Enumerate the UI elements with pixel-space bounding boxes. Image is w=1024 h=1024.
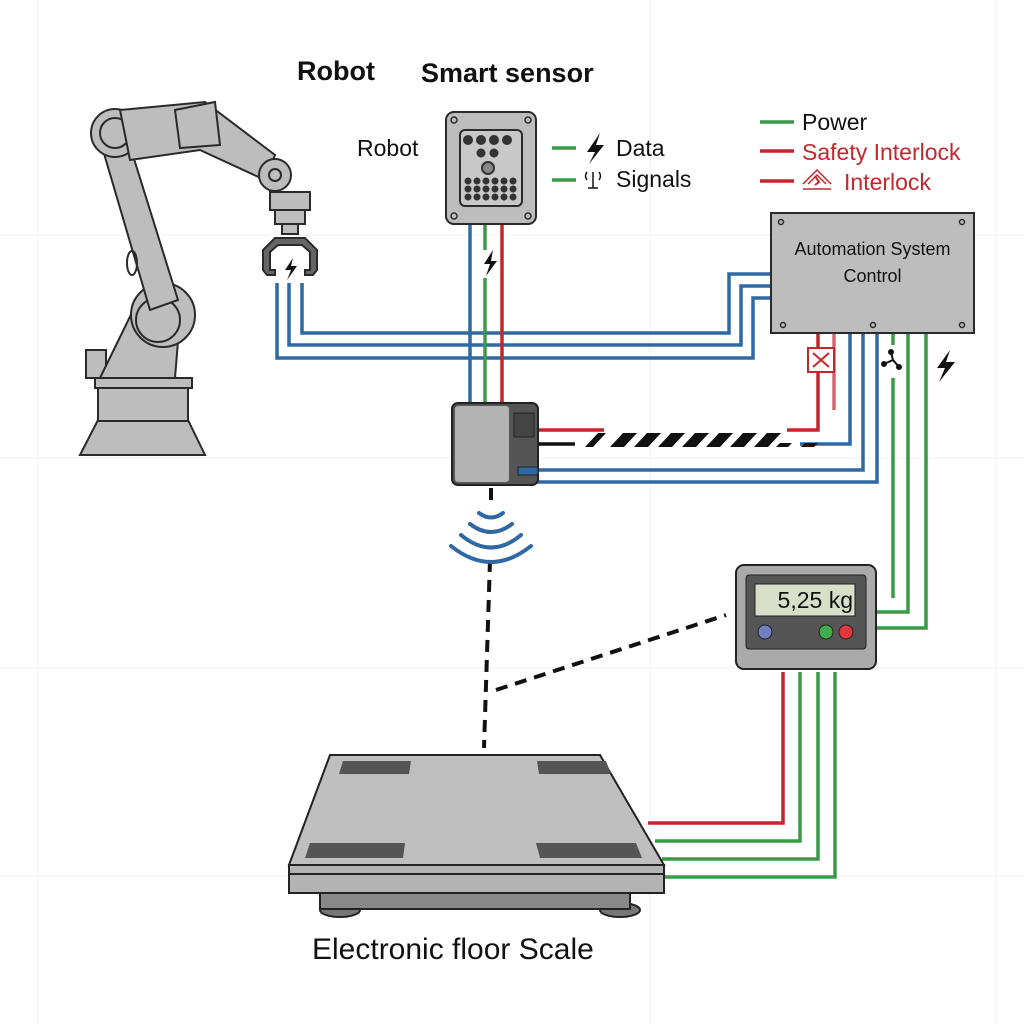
sensor-wires	[468, 224, 504, 403]
legend-data-label: Data	[616, 135, 665, 161]
floor-scale	[287, 754, 666, 918]
hazard-striped-cable	[585, 433, 818, 447]
sensor-wire-power-icon	[484, 250, 497, 276]
automation-controller-box	[770, 212, 975, 334]
legend-interlock-label: Interlock	[844, 169, 931, 195]
smart-sensor-title: Smart sensor	[421, 58, 594, 88]
robot-side-label: Robot	[357, 135, 419, 161]
green-button	[818, 624, 834, 640]
robot-title: Robot	[297, 56, 375, 86]
scale-indicator	[735, 564, 877, 670]
network-node-icon	[881, 349, 902, 370]
blue-button	[757, 624, 773, 640]
display-scale-wires	[648, 672, 837, 879]
interlock-disconnect-icon	[807, 347, 835, 373]
data-lightning-icon	[587, 133, 604, 164]
controller-label: Automation System Control	[771, 236, 974, 290]
gripper-data-wires	[275, 272, 772, 360]
wireless-links	[482, 488, 727, 749]
red-button	[838, 624, 854, 640]
wifi-signal-icon	[449, 511, 533, 564]
junction-hub	[451, 402, 539, 486]
smart-sensor-device	[445, 111, 537, 225]
controller-power-icon	[937, 350, 955, 382]
legend-power-label: Power	[802, 109, 868, 135]
interlock-hazard-icon	[802, 168, 832, 190]
controller-label-line2: Control	[843, 266, 902, 286]
gripper-power-icon	[285, 258, 297, 280]
wire-legend-lines	[760, 120, 794, 183]
controller-label-line1: Automation System	[794, 239, 951, 259]
legend-signals-label: Signals	[616, 166, 692, 192]
robot-arm	[78, 100, 318, 456]
sensor-legend-lines	[552, 146, 576, 182]
controller-display-power-wires	[876, 334, 928, 630]
legend-safety-interlock-label: Safety Interlock	[802, 139, 961, 165]
scale-title: Electronic floor Scale	[312, 933, 594, 966]
weight-reading: 5,25 kg	[777, 587, 853, 613]
signals-antenna-icon	[584, 171, 602, 189]
